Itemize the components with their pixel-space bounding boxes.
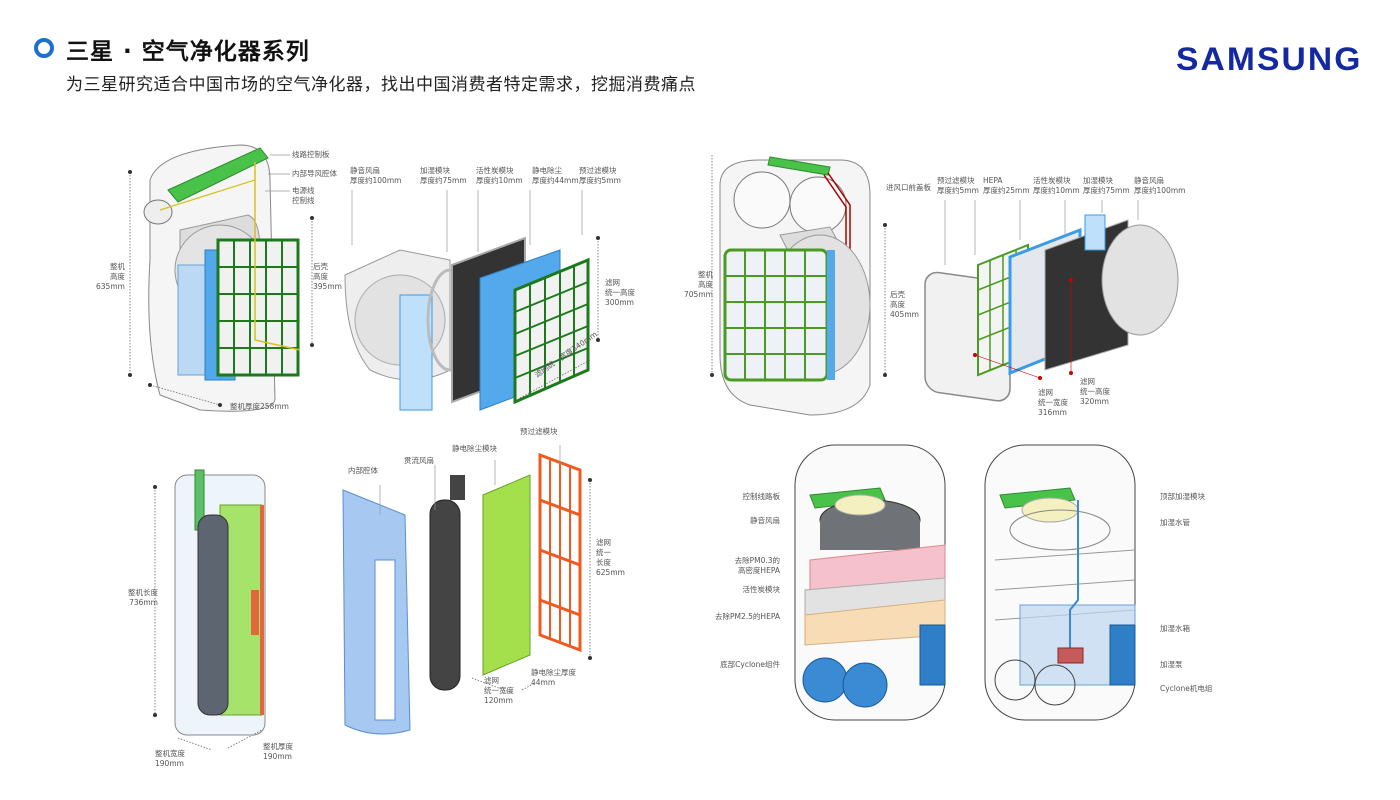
circuit-board-part bbox=[999, 487, 1076, 509]
label-cyclone-motor: Cyclone机电组 bbox=[1160, 684, 1213, 693]
prefilter-grid-part bbox=[513, 257, 590, 405]
circuit-board-part bbox=[767, 156, 831, 176]
page-subtitle: 为三星研究适合中国市场的空气净化器，找出中国消费者特定需求，挖掘消费痛点 bbox=[66, 75, 696, 95]
label-humidifier-thickness: 加湿模块 厚度约75mm bbox=[420, 166, 467, 185]
pump-part bbox=[1057, 647, 1084, 664]
label-carbon: 活性炭模块 bbox=[742, 585, 781, 594]
label-filter-length: 滤网 统一 长度 625mm bbox=[596, 538, 625, 577]
label-top-humidifier: 顶部加湿模块 bbox=[1160, 492, 1205, 501]
title-bullet-icon bbox=[34, 38, 54, 58]
label-machine-width: 整机宽度 190mm bbox=[155, 749, 185, 768]
circuit-board-part bbox=[167, 147, 269, 203]
cylinder-purifier-diagram-7 bbox=[794, 444, 946, 721]
tower-exploded-diagram-6 bbox=[342, 445, 592, 735]
label-electrostatic-thickness: 静电除尘厚度 44mm bbox=[531, 668, 576, 687]
crossflow-fan-part bbox=[429, 499, 461, 691]
label-prefilter-thickness: 预过滤模块 厚度约5mm bbox=[579, 166, 621, 185]
label-machine-height: 整机 高度 705mm bbox=[684, 270, 713, 299]
label-machine-depth: 整机厚度258mm bbox=[230, 402, 289, 411]
prefilter-grid-part bbox=[723, 248, 829, 382]
purifier-cutaway-diagram-1 bbox=[128, 144, 314, 412]
label-machine-depth: 整机厚度 190mm bbox=[263, 742, 293, 761]
label-humidifier-thickness: 加湿模块 厚度约75mm bbox=[1083, 176, 1130, 195]
cylinder-purifier-diagram-8 bbox=[984, 444, 1136, 721]
label-front-panel: 进风口前盖板 bbox=[886, 183, 931, 192]
water-pipe-part bbox=[1069, 500, 1079, 650]
prefilter-grid-part bbox=[216, 238, 300, 377]
samsung-logo: SAMSUNG bbox=[1176, 41, 1363, 77]
label-control-board: 控制线路板 bbox=[742, 492, 781, 501]
label-prefilter-thickness: 预过滤模块 厚度约5mm bbox=[937, 176, 979, 195]
label-power-line: 电源线 控制线 bbox=[292, 186, 315, 205]
label-hepa-pm25: 去除PM2.5的HEPA bbox=[715, 612, 780, 621]
label-electrostatic-module: 静电除尘模块 bbox=[452, 444, 497, 453]
humidifier-part bbox=[177, 264, 209, 376]
page-title: 三星 · 空气净化器系列 bbox=[66, 39, 310, 65]
purifier-cutaway-diagram-3 bbox=[710, 155, 887, 416]
electrostatic-part bbox=[482, 474, 531, 676]
label-electrostatic-thickness: 静电除尘 厚度约44mm bbox=[532, 166, 579, 185]
label-carbon-thickness: 活性炭模块 厚度约10mm bbox=[476, 166, 523, 185]
label-filter-width: 滤网 统一宽度 120mm bbox=[484, 676, 514, 705]
label-rear-height: 后壳 高度 395mm bbox=[313, 262, 342, 291]
label-machine-length: 整机长度 736mm bbox=[128, 588, 158, 607]
label-silent-fan: 静音风扇 bbox=[750, 516, 780, 525]
label-fan-thickness: 静音风扇 厚度约100mm bbox=[1134, 176, 1186, 195]
humidifier-part bbox=[399, 294, 433, 411]
label-carbon-thickness: 活性炭模块 厚度约10mm bbox=[1033, 176, 1080, 195]
label-water-tank: 加湿水箱 bbox=[1160, 624, 1190, 633]
label-circuit-board: 线路控制板 bbox=[292, 150, 330, 159]
label-rear-height: 后壳 高度 405mm bbox=[890, 290, 919, 319]
label-pump: 加湿泵 bbox=[1160, 660, 1183, 669]
fan-part bbox=[1101, 224, 1179, 336]
label-hepa-pm03: 去除PM0.3的 高密度HEPA bbox=[734, 556, 780, 575]
label-prefilter-module: 预过滤模块 bbox=[520, 427, 558, 436]
crossflow-fan-part bbox=[197, 514, 229, 716]
label-machine-height: 整机 高度 635mm bbox=[96, 262, 125, 291]
label-fan-thickness: 静音风扇 厚度约100mm bbox=[350, 166, 402, 185]
label-crossflow-fan: 贯流风扇 bbox=[404, 456, 434, 465]
exploded-filters-diagram-2 bbox=[344, 190, 600, 411]
cyclone-part bbox=[802, 657, 848, 703]
humidifier-part bbox=[1084, 214, 1106, 251]
label-hepa-thickness: HEPA 厚度约25mm bbox=[983, 176, 1030, 195]
label-inner-body: 内部腔体 bbox=[348, 466, 378, 475]
label-inner-duct: 内部导风腔体 bbox=[292, 169, 337, 178]
label-filter-height: 滤网 统一高度 300mm bbox=[605, 278, 635, 307]
exploded-filters-diagram-4 bbox=[924, 200, 1179, 402]
label-cyclone-assembly: 底部Cyclone组件 bbox=[720, 660, 780, 669]
prefilter-part bbox=[538, 452, 582, 653]
tower-purifier-diagram-5 bbox=[153, 469, 266, 751]
label-filter-height: 滤网 统一高度 320mm bbox=[1080, 377, 1110, 406]
label-filter-width: 滤网 统一宽度 316mm bbox=[1038, 388, 1068, 417]
label-water-pipe: 加湿水管 bbox=[1160, 518, 1190, 527]
